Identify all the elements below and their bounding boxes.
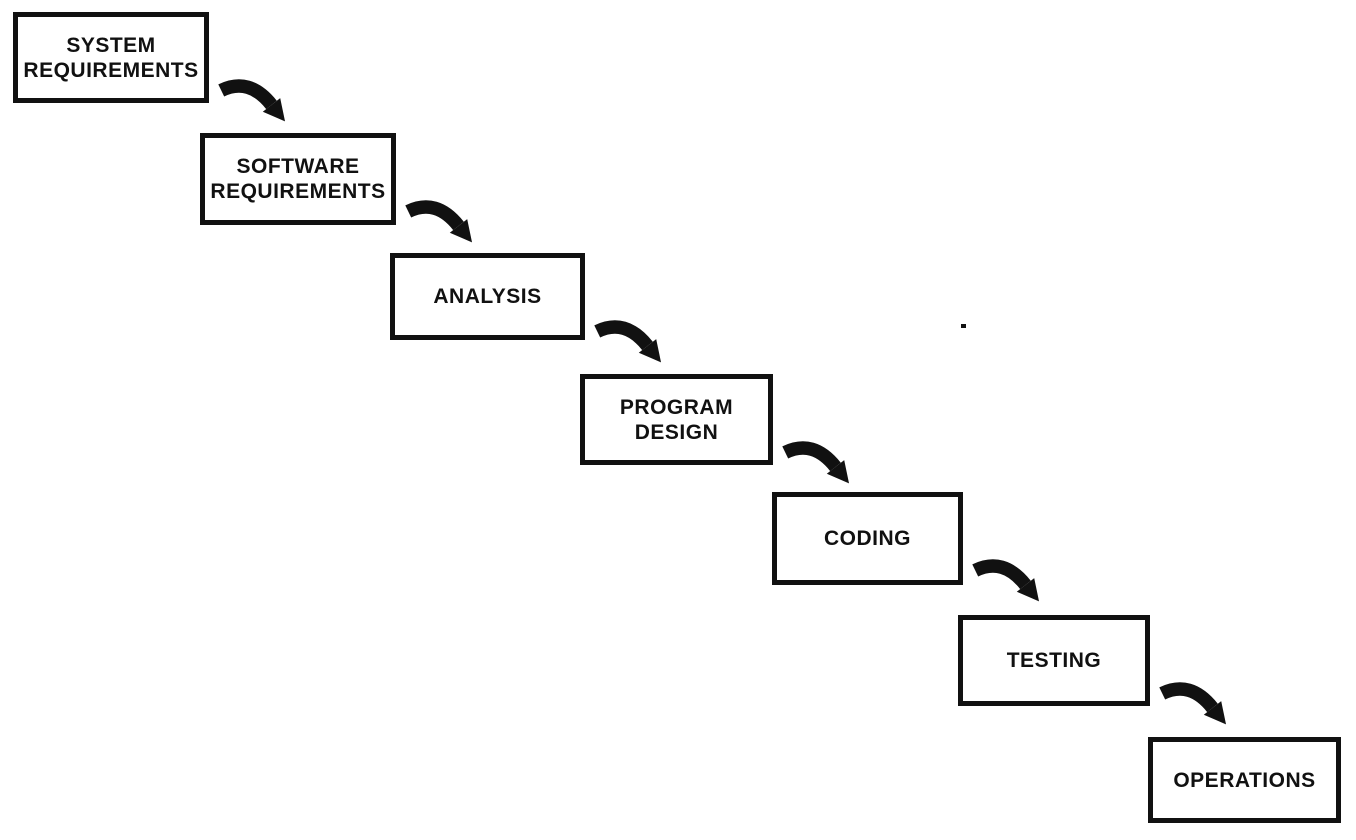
step-box-software-requirements: SOFTWARE REQUIREMENTS <box>200 133 396 225</box>
step-label-operations: OPERATIONS <box>1173 768 1316 792</box>
curved-arrow-icon-analysis-to-program-design <box>593 315 673 373</box>
step-box-system-requirements: SYSTEM REQUIREMENTS <box>13 12 209 103</box>
curved-arrow-icon-software-to-analysis <box>404 195 484 253</box>
step-box-program-design: PROGRAM DESIGN <box>580 374 773 465</box>
scan-artifact-dot <box>961 324 966 328</box>
curved-arrow-icon-coding-to-testing <box>971 554 1051 612</box>
step-label-software-requirements: SOFTWARE REQUIREMENTS <box>210 155 386 203</box>
curved-arrow-icon-system-to-software <box>217 74 297 132</box>
step-box-analysis: ANALYSIS <box>390 253 585 340</box>
step-label-program-design: PROGRAM DESIGN <box>619 395 734 444</box>
curved-arrow-icon-testing-to-operations <box>1158 677 1238 735</box>
step-label-system-requirements: SYSTEM REQUIREMENTS <box>23 33 199 82</box>
step-label-analysis: ANALYSIS <box>433 285 542 308</box>
step-box-operations: OPERATIONS <box>1148 737 1341 823</box>
step-box-testing: TESTING <box>958 615 1150 706</box>
step-label-testing: TESTING <box>1006 649 1102 672</box>
step-box-coding: CODING <box>772 492 963 585</box>
step-label-coding: CODING <box>824 527 911 550</box>
curved-arrow-icon-program-design-to-coding <box>781 436 861 494</box>
